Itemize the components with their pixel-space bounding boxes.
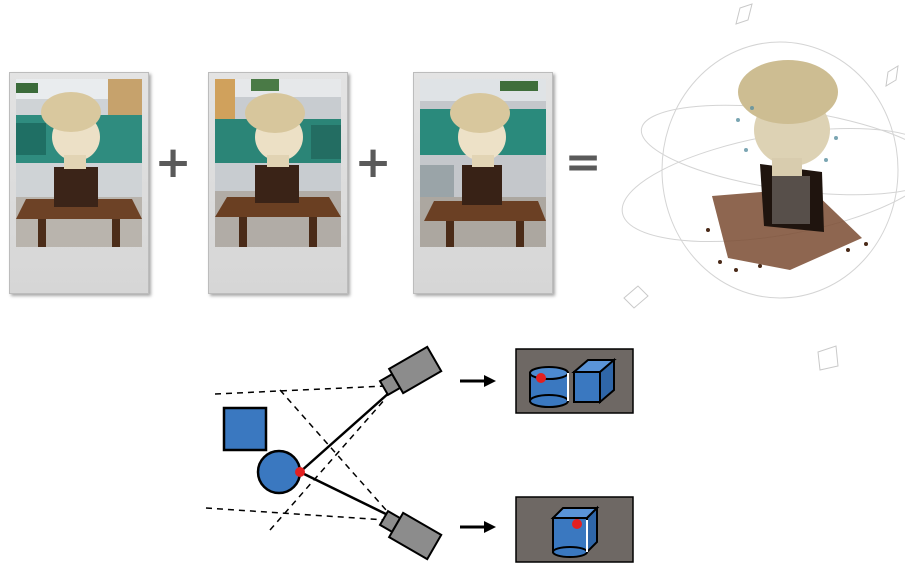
photo-icon (420, 79, 546, 247)
plus-sign: + (354, 137, 392, 188)
photo-frame-3 (413, 72, 553, 294)
photo-icon (16, 79, 142, 247)
photo-frame-2 (208, 72, 348, 294)
equals-sign: = (564, 137, 602, 188)
camera-marker-icons (623, 3, 899, 371)
point-cloud-icon (706, 60, 868, 272)
photo-icon (215, 79, 341, 247)
plus-sign: + (154, 137, 192, 188)
photo-frame-1 (9, 72, 149, 294)
